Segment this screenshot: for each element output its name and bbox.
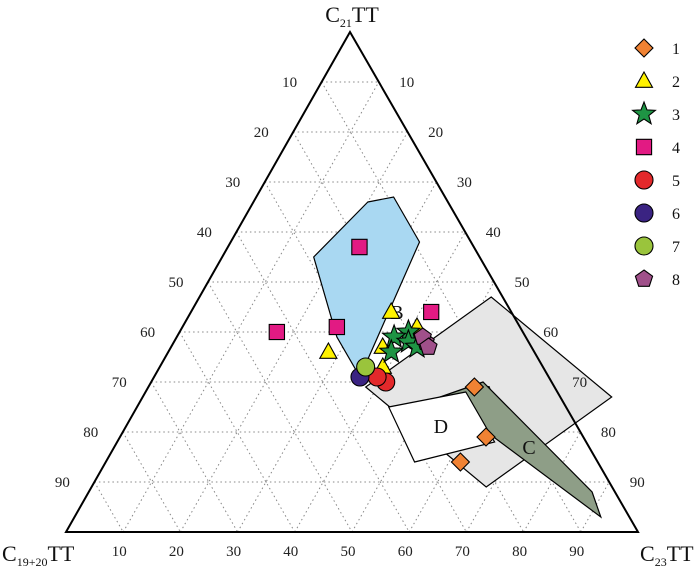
series-2-point xyxy=(381,301,401,319)
left-tick-label: 70 xyxy=(112,375,127,391)
left-tick-label: 40 xyxy=(197,225,212,241)
right-tick-label: 20 xyxy=(428,125,443,141)
region-label-c: C xyxy=(522,437,535,459)
right-tick-label: 60 xyxy=(543,325,558,341)
right-tick-label: 90 xyxy=(630,475,645,491)
region-d xyxy=(387,391,496,463)
grid-line xyxy=(207,281,353,533)
series-4-point xyxy=(328,318,346,336)
right-tick-label: 40 xyxy=(486,225,501,241)
right-tick-label: 10 xyxy=(399,75,414,91)
left-tick-label: 90 xyxy=(55,475,70,491)
legend-label-8: 8 xyxy=(672,272,680,289)
series-7-point xyxy=(356,357,376,377)
bottom-tick-label: 80 xyxy=(512,544,527,560)
grid-line xyxy=(235,231,410,533)
left-tick-label: 30 xyxy=(225,175,240,191)
series-4-point xyxy=(423,303,440,321)
triangle-frame xyxy=(64,29,640,533)
tick-labels: 10 20 30 40 50 60 70 80 90 90 80 70 60 50 40 30 20 10 10 20… xyxy=(55,75,645,560)
grid-line xyxy=(93,481,124,533)
series-1-point xyxy=(476,427,496,447)
legend-label-1: 1 xyxy=(672,41,680,58)
data-points xyxy=(268,238,496,472)
bottom-tick-label: 20 xyxy=(169,544,184,560)
bottom-tick-label: 30 xyxy=(226,544,241,560)
right-tick-label: 80 xyxy=(601,425,616,441)
legend-marker-1 xyxy=(634,38,654,58)
legend-label-2: 2 xyxy=(672,74,680,91)
series-3-point xyxy=(381,323,407,348)
series-8-point xyxy=(419,337,438,355)
series-3-point xyxy=(378,338,405,363)
right-tick-label: 70 xyxy=(572,375,587,391)
series-4-point xyxy=(268,323,286,341)
legend-label-7: 7 xyxy=(672,239,680,256)
legend-marker-3 xyxy=(631,100,657,125)
series-2-point xyxy=(318,341,338,359)
grid-line xyxy=(122,81,380,533)
left-tick-label: 80 xyxy=(83,425,98,441)
bottom-tick-label: 50 xyxy=(341,544,356,560)
series-4-point xyxy=(351,238,368,256)
right-tick-label: 50 xyxy=(515,275,530,291)
corner-label-left: C19+20TT xyxy=(2,541,75,569)
grid-line xyxy=(179,131,409,533)
bottom-tick-label: 70 xyxy=(455,544,470,560)
legend-marker-2 xyxy=(634,70,654,88)
grid-line xyxy=(523,431,581,533)
corner-label-right: C23TT xyxy=(640,541,694,569)
legend-label-4: 4 xyxy=(672,140,680,157)
legend-label-6: 6 xyxy=(672,206,680,223)
corner-label-top: C21TT xyxy=(325,2,379,30)
legend-label-3: 3 xyxy=(672,107,680,124)
legend-marker-5 xyxy=(634,170,654,190)
left-tick-label: 20 xyxy=(254,125,269,141)
left-tick-label: 10 xyxy=(282,75,297,91)
legend-marker-4 xyxy=(635,138,653,156)
left-tick-label: 60 xyxy=(140,325,155,341)
series-1-point xyxy=(450,452,471,472)
series-1-point xyxy=(464,377,485,397)
legend-marker-8 xyxy=(634,269,654,287)
bottom-tick-label: 40 xyxy=(283,544,298,560)
legend: 1 2 3 4 5 6 7 8 xyxy=(631,38,680,289)
grid-line xyxy=(122,431,181,533)
bottom-tick-label: 90 xyxy=(569,544,584,560)
grid-line xyxy=(580,481,610,533)
bottom-tick-label: 60 xyxy=(398,544,413,560)
right-tick-label: 30 xyxy=(457,175,472,191)
grid-line xyxy=(179,331,296,533)
legend-marker-7 xyxy=(634,236,654,256)
legend-marker-6 xyxy=(634,203,654,223)
grid-line xyxy=(150,381,239,533)
bottom-tick-label: 10 xyxy=(112,544,127,560)
left-tick-label: 50 xyxy=(169,275,184,291)
legend-label-5: 5 xyxy=(672,173,680,190)
region-label-d: D xyxy=(434,416,448,438)
